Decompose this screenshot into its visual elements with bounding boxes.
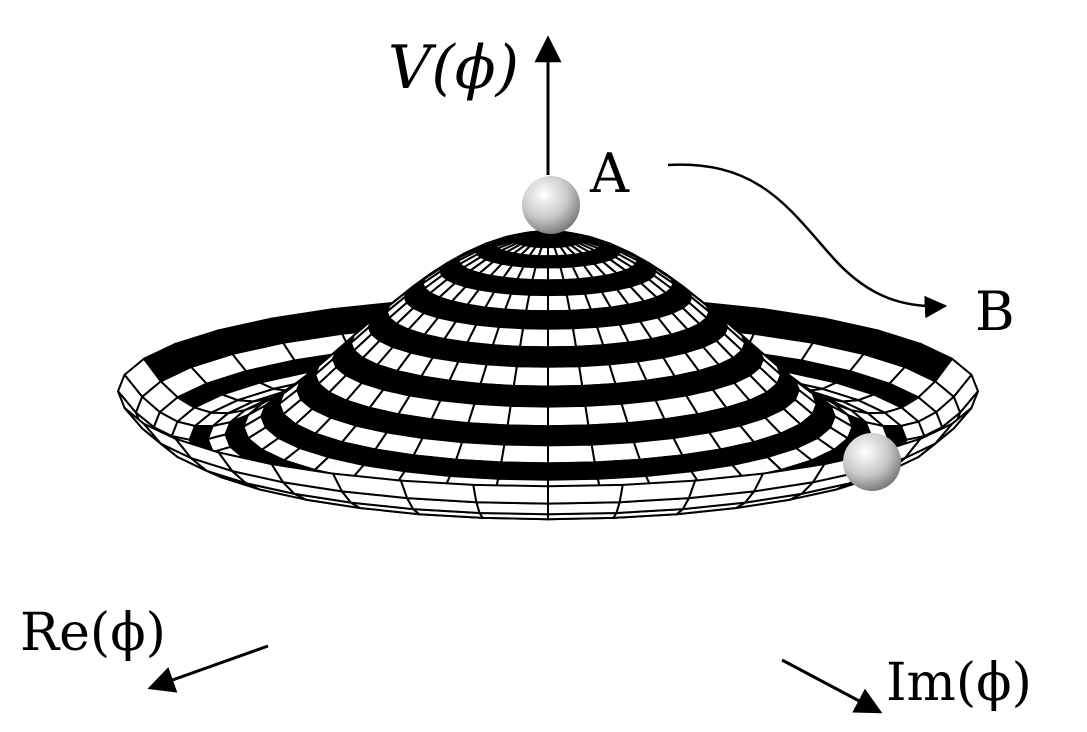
surface-facet — [534, 255, 549, 269]
surface-facet — [509, 385, 549, 408]
surface-facet — [503, 424, 549, 447]
surface-facet — [547, 385, 587, 408]
transition-arrow — [667, 163, 948, 319]
surface-facet — [547, 365, 584, 388]
surface-facet — [519, 327, 549, 349]
surface-facet — [512, 365, 549, 388]
surface-facet — [472, 483, 549, 505]
im-axis-label: Im(ϕ) — [886, 653, 1032, 713]
surface-facet — [473, 383, 515, 407]
surface-facet — [587, 422, 635, 446]
surface-facet — [547, 404, 590, 428]
potential-surface — [117, 230, 979, 521]
surface-facet — [547, 255, 562, 269]
surface-facet — [528, 279, 549, 297]
im-axis-arrow — [781, 658, 883, 714]
surface-facet — [522, 309, 549, 330]
surface-facet — [547, 266, 565, 282]
surface-facet — [531, 266, 549, 282]
re-axis-arrow — [147, 644, 269, 693]
surface-facet — [491, 325, 525, 348]
v-axis-label: V(ϕ) — [388, 33, 519, 103]
surface-facet — [547, 483, 624, 505]
surface-facet — [461, 422, 509, 446]
surface-facet — [506, 404, 549, 428]
point-b-label: B — [975, 280, 1015, 343]
surface-facet — [571, 325, 605, 348]
surface-facet — [498, 308, 528, 330]
point-a-label: A — [589, 142, 630, 205]
re-axis-label: Re(ϕ) — [20, 603, 166, 663]
surface-facet — [479, 363, 518, 387]
surface-facet — [485, 344, 521, 368]
surface-facet — [547, 327, 577, 349]
surface-facet — [525, 293, 549, 313]
surface-facet — [575, 344, 611, 368]
surface-facet — [500, 443, 549, 465]
surface-facet — [584, 402, 629, 427]
surface-facet — [547, 279, 568, 297]
surface-facet — [467, 402, 512, 427]
surface-facet — [497, 461, 549, 481]
surface-facet — [581, 383, 623, 407]
surface-facet — [578, 363, 617, 387]
surface-facet — [618, 479, 697, 504]
surface-facet — [547, 461, 599, 481]
surface-facet — [547, 443, 596, 465]
surface-facet — [547, 345, 581, 368]
surface-facet — [515, 345, 549, 368]
ball-b — [843, 433, 901, 491]
surface-facet — [547, 424, 593, 447]
surface-facet — [547, 309, 574, 330]
surface-facet — [399, 479, 478, 504]
ball-a — [522, 176, 580, 234]
surface-facet — [568, 308, 598, 330]
surface-facet — [547, 293, 571, 313]
